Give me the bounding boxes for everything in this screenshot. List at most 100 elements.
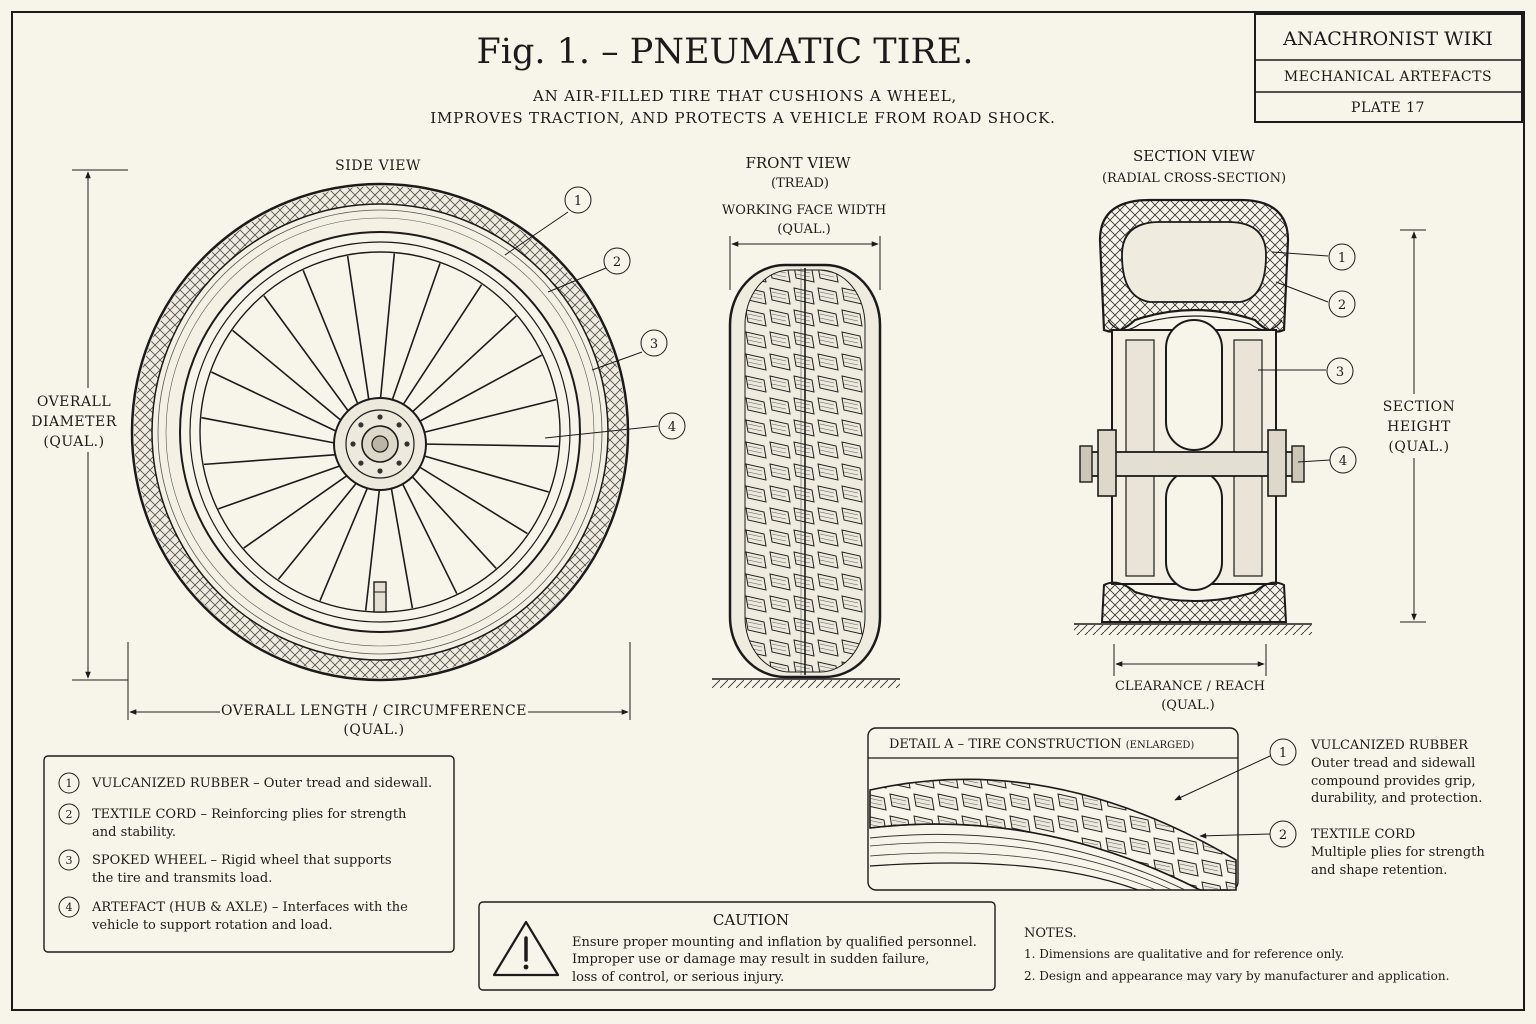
width-label: WORKING FACE WIDTH bbox=[722, 203, 886, 218]
spokes bbox=[201, 253, 559, 611]
valve-stem bbox=[373, 581, 387, 613]
section-callout-2 bbox=[1328, 290, 1356, 318]
wiki-name: ANACHRONIST WIKI bbox=[1282, 28, 1493, 50]
spoke bbox=[346, 255, 371, 406]
spoke bbox=[302, 270, 361, 410]
detail-title: DETAIL A – TIRE CONSTRUCTION (ENLARGED) bbox=[889, 737, 1194, 752]
side-view: SIDE VIEW OVERALL DIAMETER (QUAL.) OVERA… bbox=[30, 158, 686, 738]
side-view-title: SIDE VIEW bbox=[335, 158, 421, 174]
section-height-label-3: (QUAL.) bbox=[1388, 439, 1449, 455]
spoke bbox=[364, 483, 381, 611]
section-height-label-2: HEIGHT bbox=[1387, 419, 1451, 435]
spoke bbox=[418, 453, 549, 493]
legend-3-text: SPOKED WHEEL – Rigid wheel that supports bbox=[92, 853, 392, 868]
side-callout-4-num: 4 bbox=[668, 420, 676, 435]
section-callout-2-num: 2 bbox=[1338, 298, 1346, 313]
plate-border bbox=[11, 11, 1525, 1011]
side-callout-1 bbox=[564, 186, 592, 214]
hub-bolt bbox=[377, 414, 383, 420]
section-callout-4-num: 4 bbox=[1339, 454, 1347, 469]
spoke bbox=[389, 263, 441, 406]
legend-3-num: 3 bbox=[66, 854, 73, 867]
legend-4-text: ARTEFACT (HUB & AXLE) – Interfaces with … bbox=[91, 900, 408, 915]
figure-subtitle-2: IMPROVES TRACTION, AND PROTECTS A VEHICL… bbox=[430, 109, 1055, 127]
legend-2-num: 2 bbox=[66, 808, 73, 821]
spoke bbox=[218, 463, 346, 510]
spoke bbox=[263, 295, 353, 417]
caution-box: CAUTION Ensure proper mounting and infla… bbox=[478, 901, 996, 991]
figure-subtitle-1: AN AIR-FILLED TIRE THAT CUSHIONS A WHEEL… bbox=[532, 87, 957, 105]
note-2: 2. Design and appearance may vary by man… bbox=[1024, 969, 1449, 983]
section-height-label-1: SECTION bbox=[1383, 399, 1456, 415]
diameter-label-2: DIAMETER bbox=[31, 414, 117, 430]
spoke bbox=[419, 443, 559, 448]
detail-2-line-1: Multiple plies for strength bbox=[1311, 845, 1485, 860]
diameter-label-3: (QUAL.) bbox=[43, 434, 104, 450]
legend-4-num: 4 bbox=[66, 901, 73, 914]
side-callout-1-num: 1 bbox=[574, 194, 582, 209]
side-callout-3-num: 3 bbox=[650, 337, 658, 352]
spoke bbox=[201, 416, 341, 445]
caution-line-2: Improper use or damage may result in sud… bbox=[572, 952, 929, 967]
detail-1-line-3: durability, and protection. bbox=[1311, 791, 1482, 806]
detail-2-num: 2 bbox=[1279, 828, 1287, 843]
spoke bbox=[243, 471, 353, 549]
spoke bbox=[389, 482, 414, 609]
side-callout-4 bbox=[658, 412, 686, 440]
spoke bbox=[379, 253, 396, 405]
warning-icon bbox=[492, 920, 560, 977]
detail-2-name: TEXTILE CORD bbox=[1311, 827, 1415, 842]
front-view-subtitle: (TREAD) bbox=[771, 176, 829, 191]
legend-2-text-cont: and stability. bbox=[92, 825, 176, 840]
side-callouts bbox=[504, 211, 659, 439]
front-view-title: FRONT VIEW bbox=[745, 154, 851, 172]
category-label: MECHANICAL ARTEFACTS bbox=[1284, 69, 1492, 85]
detail-1-num: 1 bbox=[1279, 746, 1287, 761]
hub-bolt bbox=[396, 460, 402, 466]
side-callout-2-num: 2 bbox=[613, 255, 621, 270]
hub-bolt bbox=[377, 468, 383, 474]
hub-bolt bbox=[358, 422, 364, 428]
notes-title: NOTES. bbox=[1024, 926, 1077, 941]
section-view-subtitle: (RADIAL CROSS-SECTION) bbox=[1102, 171, 1286, 186]
hub-bolt bbox=[358, 460, 364, 466]
section-view-title: SECTION VIEW bbox=[1133, 147, 1256, 165]
spoke bbox=[407, 471, 497, 569]
spoke bbox=[399, 478, 458, 595]
legend-1-text: VULCANIZED RUBBER – Outer tread and side… bbox=[91, 776, 432, 791]
detail-1-line-2: compound provides grip, bbox=[1311, 774, 1476, 789]
section-callout-1-num: 1 bbox=[1338, 251, 1346, 266]
legend-4-text-cont: vehicle to support rotation and load. bbox=[91, 918, 333, 933]
length-label: OVERALL LENGTH / CIRCUMFERENCE bbox=[221, 703, 527, 719]
spoke bbox=[407, 315, 517, 417]
width-qual: (QUAL.) bbox=[777, 222, 831, 237]
section-callout-3 bbox=[1326, 357, 1354, 385]
plate-number: PLATE 17 bbox=[1351, 100, 1425, 116]
detail-1-line-1: Outer tread and sidewall bbox=[1311, 756, 1475, 771]
spoke bbox=[414, 463, 528, 535]
detail-box: DETAIL A – TIRE CONSTRUCTION (ENLARGED) … bbox=[867, 727, 1485, 891]
front-view: FRONT VIEW (TREAD) WORKING FACE WIDTH (Q… bbox=[712, 154, 900, 688]
spoke bbox=[203, 453, 342, 466]
hub-bolt bbox=[404, 441, 410, 447]
hub-bolt bbox=[396, 422, 402, 428]
spoke bbox=[211, 371, 342, 435]
spoke bbox=[418, 398, 557, 435]
section-callout-4 bbox=[1329, 446, 1357, 474]
spoke bbox=[414, 354, 543, 425]
spoke bbox=[399, 284, 483, 410]
side-callout-3 bbox=[640, 329, 668, 357]
detail-2-line-2: and shape retention. bbox=[1311, 863, 1447, 878]
legend-box: 1 VULCANIZED RUBBER – Outer tread and si… bbox=[43, 755, 455, 953]
legend-2-text: TEXTILE CORD – Reinforcing plies for str… bbox=[92, 807, 407, 822]
caution-line-1: Ensure proper mounting and inflation by … bbox=[572, 935, 977, 950]
title-block: ANACHRONIST WIKI MECHANICAL ARTEFACTS PL… bbox=[1254, 13, 1523, 123]
note-1: 1. Dimensions are qualitative and for re… bbox=[1024, 947, 1344, 961]
legend-1-num: 1 bbox=[66, 777, 73, 790]
legend-3-text-cont: the tire and transmits load. bbox=[92, 871, 272, 886]
section-view: SECTION VIEW (RADIAL CROSS-SECTION) SECT… bbox=[1074, 147, 1462, 713]
caution-line-3: loss of control, or serious injury. bbox=[572, 970, 784, 985]
detail-1-name: VULCANIZED RUBBER bbox=[1310, 738, 1469, 753]
clearance-qual: (QUAL.) bbox=[1161, 698, 1215, 713]
